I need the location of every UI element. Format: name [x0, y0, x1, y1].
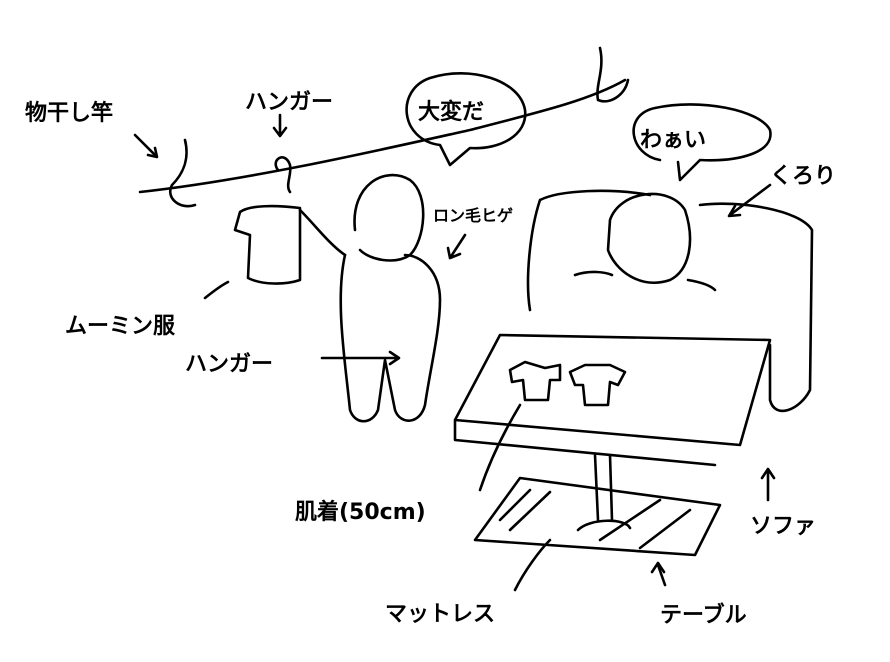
speech-bubble-trouble	[405, 71, 527, 167]
pole-hand-left	[169, 138, 197, 208]
mattress	[473, 476, 722, 557]
speech-wow: わぁい	[640, 128, 707, 153]
arrow-mattress	[513, 538, 552, 592]
drying-pole	[138, 78, 627, 194]
man-arm	[298, 208, 347, 257]
label-hanger-top: ハンガー	[245, 90, 334, 115]
label-underwear: 肌着(50cm)	[295, 500, 426, 525]
label-long-hair-beard: ロン毛ヒゲ	[433, 206, 514, 225]
man-body	[339, 253, 442, 423]
speech-bubble-wow	[632, 103, 772, 182]
label-kurori: くろり	[770, 164, 837, 189]
table-top	[453, 333, 772, 467]
arrow-moomin	[203, 280, 230, 300]
kurori-head	[606, 192, 692, 284]
speech-trouble: 大変だ	[418, 100, 485, 125]
arrow-pole	[133, 133, 159, 159]
arrow-long-hair	[446, 233, 467, 260]
hanger-hook	[274, 156, 292, 194]
arrow-hanger-bottom	[320, 350, 401, 366]
man-head	[353, 173, 425, 262]
label-moomin-clothes: ムーミン服	[65, 314, 176, 339]
arrow-hanger-top	[272, 113, 288, 138]
label-sofa: ソファ	[750, 514, 817, 539]
pole-hand-right	[596, 46, 630, 103]
arrow-kurori	[727, 183, 772, 218]
underwear-1	[508, 360, 562, 402]
arrow-sofa	[760, 467, 776, 502]
arrow-underwear	[478, 403, 522, 492]
kurori-arms	[573, 270, 717, 292]
label-hanger-bottom: ハンガー	[185, 352, 274, 377]
underwear-2	[568, 363, 627, 407]
label-mattress: マットレス	[385, 602, 496, 627]
sofa-back	[526, 189, 814, 413]
arrow-table	[650, 561, 667, 587]
moomin-clothes	[233, 204, 302, 285]
label-pole: 物干し竿	[25, 101, 114, 126]
label-table: テーブル	[660, 603, 747, 628]
